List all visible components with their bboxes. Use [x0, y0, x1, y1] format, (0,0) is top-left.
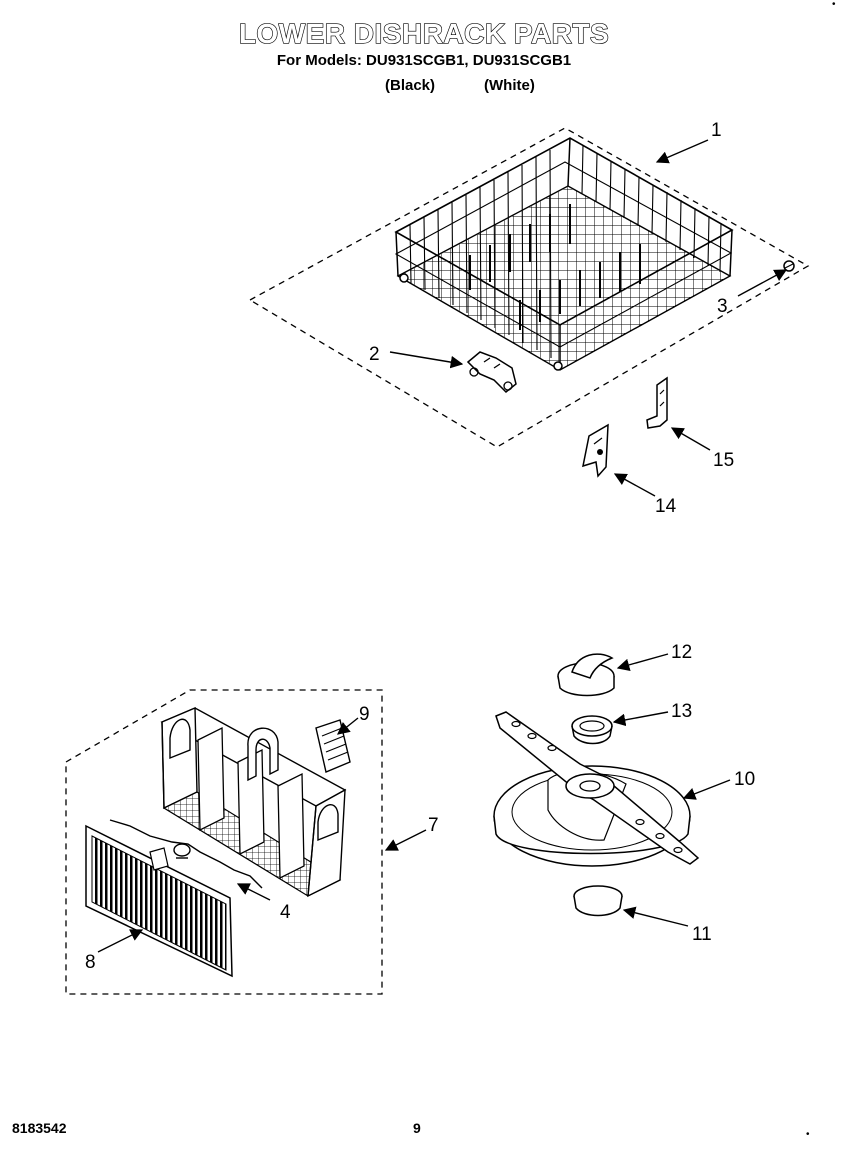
callout-15: 15 [713, 450, 734, 471]
scan-mark-top: • [832, 0, 836, 10]
page-number: 9 [413, 1120, 421, 1136]
variant-black-label: (Black) [385, 77, 436, 94]
silverware-basket-boundary [65, 689, 383, 995]
callout-12: 12 [671, 642, 692, 663]
callout-10: 10 [734, 769, 755, 790]
basket-leader-lines [97, 717, 427, 953]
basket-lid [85, 824, 233, 978]
callout-4: 4 [280, 902, 291, 923]
silverware-basket [160, 706, 347, 898]
callout-13: 13 [671, 701, 692, 722]
callout-14: 14 [655, 496, 677, 517]
scan-mark-bottom: • [806, 1129, 810, 1140]
callout-8: 8 [85, 952, 96, 973]
dishrack-assembly-boundary [248, 127, 810, 448]
rack-stop-bracket-14 [582, 423, 609, 478]
lower-dishrack [394, 137, 734, 371]
upper-leader-lines [389, 139, 788, 497]
document-number: 8183542 [12, 1120, 67, 1136]
spray-arm-seal [571, 715, 613, 745]
callout-9: 9 [359, 704, 370, 725]
spray-arm-bearing-ring [573, 885, 623, 917]
rack-stop-bracket-15 [646, 376, 668, 429]
callout-3: 3 [717, 296, 728, 317]
rack-stop-cap [783, 260, 795, 272]
spray-arm-nut [557, 653, 615, 697]
lower-spray-arm [495, 711, 700, 865]
spray-arm-leader-lines [612, 653, 731, 927]
callout-2: 2 [369, 344, 380, 365]
variant-white-label: (White) [484, 77, 535, 94]
callout-11: 11 [692, 924, 712, 945]
callout-1: 1 [711, 120, 722, 141]
page-title: LOWER DISHRACK PARTS [238, 17, 610, 49]
lid-hinge-part [109, 819, 263, 889]
callout-7: 7 [428, 815, 439, 836]
models-line: For Models: DU931SCGB1, DU931SCGB1 [276, 52, 572, 69]
roller-clip [466, 351, 517, 394]
